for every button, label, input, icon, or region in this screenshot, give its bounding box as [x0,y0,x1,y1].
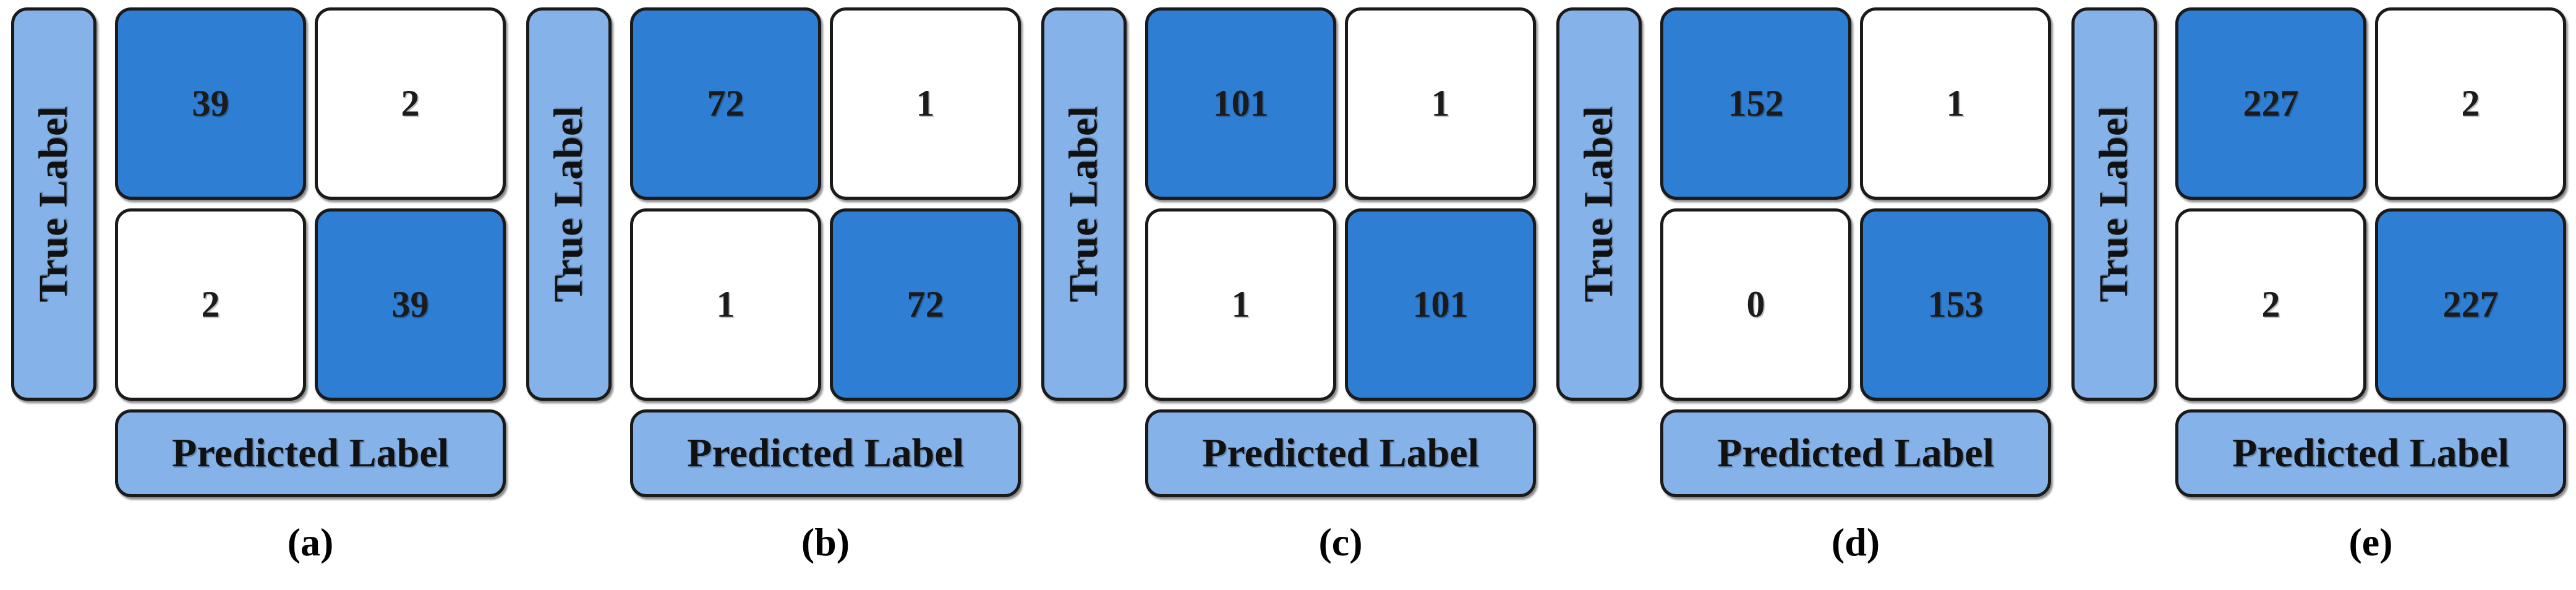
matrix-grid: 39 2 2 39 [115,7,506,401]
predicted-label-axis: Predicted Label [1145,409,1536,497]
matrix-cell-1-0: 1 [630,208,821,401]
confusion-matrix-panel-b: True Label 72 1 1 72 Predicted Label (b) [515,0,1030,590]
panel-caption-a: (a) [287,520,334,564]
confusion-matrix-panel-a: True Label 39 2 2 39 Predicted Label (a) [0,0,515,590]
matrix-cell-1-1: 227 [2375,208,2566,401]
true-label-axis: True Label [2071,7,2157,401]
true-label-text: True Label [1061,106,1106,302]
panel-caption-b: (b) [801,520,850,564]
true-label-text: True Label [546,106,591,302]
matrix-cell-1-1: 101 [1345,208,1536,401]
true-label-axis: True Label [1041,7,1127,401]
predicted-label-axis: Predicted Label [115,409,506,497]
matrix-grid: 72 1 1 72 [630,7,1021,401]
matrix-cell-0-1: 1 [1860,7,2051,200]
panel-caption-c: (c) [1318,520,1363,564]
true-label-axis: True Label [11,7,96,401]
true-label-text: True Label [1576,106,1621,302]
matrix-cell-0-0: 101 [1145,7,1336,200]
predicted-label-text: Predicted Label [2232,430,2509,476]
predicted-label-axis: Predicted Label [1660,409,2051,497]
matrix-cell-0-1: 1 [1345,7,1536,200]
confusion-matrix-panel-e: True Label 227 2 2 227 Predicted Label (… [2060,0,2575,590]
matrix-grid: 227 2 2 227 [2175,7,2566,401]
true-label-axis: True Label [526,7,612,401]
predicted-label-text: Predicted Label [172,430,449,476]
true-label-text: True Label [2091,106,2136,302]
matrix-cell-0-0: 227 [2175,7,2366,200]
matrix-cell-1-0: 0 [1660,208,1851,401]
matrix-cell-1-0: 1 [1145,208,1336,401]
panel-caption-e: (e) [2348,520,2393,564]
predicted-label-text: Predicted Label [1717,430,1994,476]
predicted-label-text: Predicted Label [687,430,964,476]
matrix-cell-1-1: 72 [830,208,1021,401]
matrix-cell-0-0: 152 [1660,7,1851,200]
matrix-grid: 152 1 0 153 [1660,7,2051,401]
true-label-axis: True Label [1556,7,1642,401]
matrix-cell-1-1: 153 [1860,208,2051,401]
confusion-matrix-panel-d: True Label 152 1 0 153 Predicted Label (… [1545,0,2060,590]
matrix-cell-0-1: 1 [830,7,1021,200]
panel-caption-d: (d) [1831,520,1880,564]
matrix-cell-0-0: 72 [630,7,821,200]
predicted-label-axis: Predicted Label [2175,409,2566,497]
matrix-cell-1-0: 2 [2175,208,2366,401]
matrix-cell-0-1: 2 [2375,7,2566,200]
matrix-cell-0-0: 39 [115,7,306,200]
predicted-label-axis: Predicted Label [630,409,1021,497]
matrix-cell-1-0: 2 [115,208,306,401]
matrix-cell-1-1: 39 [315,208,506,401]
confusion-matrix-panel-c: True Label 101 1 1 101 Predicted Label (… [1030,0,1545,590]
matrix-grid: 101 1 1 101 [1145,7,1536,401]
true-label-text: True Label [31,106,76,302]
predicted-label-text: Predicted Label [1202,430,1479,476]
matrix-cell-0-1: 2 [315,7,506,200]
